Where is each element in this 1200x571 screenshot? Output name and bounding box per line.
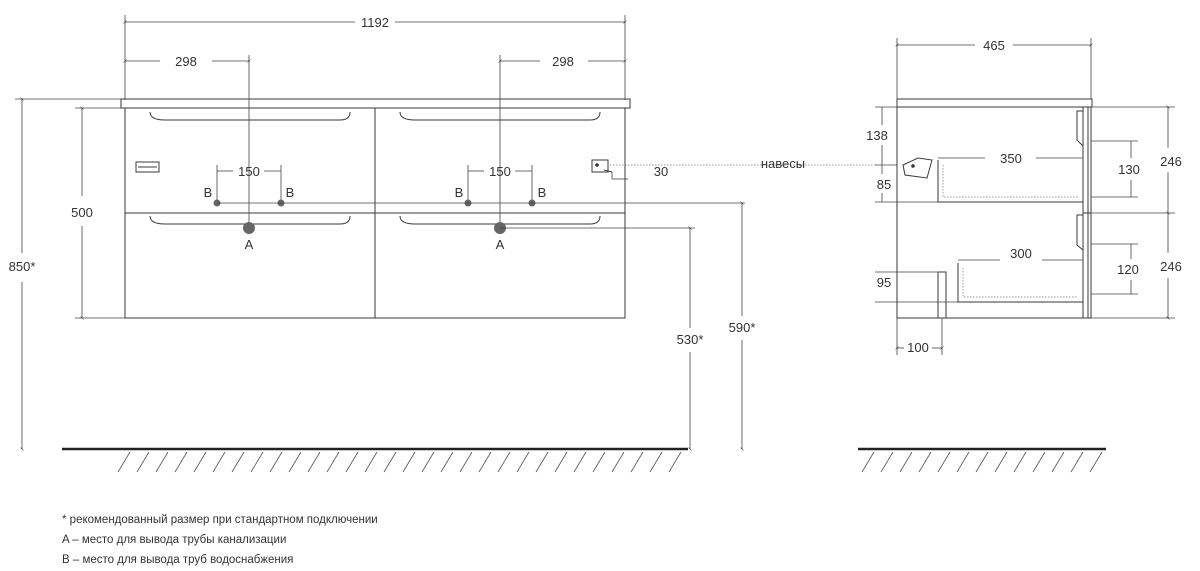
note-recommended: * рекомендованный размер при стандартном… [62,514,378,526]
front-view: 1192 298 298 150 150 B B B B [9,15,876,473]
side-handle-bottom [1076,214,1084,251]
dim-spacing-right: 150 [489,164,511,179]
dim-height-530: 530* [677,332,704,347]
label-b-3: B [455,185,464,200]
dim-hinge-offset: 30 [654,164,668,179]
dim-246-bottom: 246 [1160,259,1182,274]
dim-350: 350 [1000,151,1022,166]
dim-246-top: 246 [1160,154,1182,169]
upper-drawer-box [937,160,1084,203]
dim-width-overall: 1192 [361,15,389,30]
notes: * рекомендованный размер при стандартном… [62,514,378,566]
dim-spacing-left: 150 [238,164,260,179]
note-b: B – место для вывода труб водоснабжения [62,554,293,566]
handle-top-right [399,111,601,121]
dim-depth: 465 [983,38,1005,53]
siphon-cut [937,271,947,318]
dim-95: 95 [877,275,891,290]
dim-offset-right: 298 [552,54,574,69]
side-countertop [896,98,1093,108]
dim-100: 100 [907,340,929,355]
hinge-left-icon [135,161,160,173]
lower-drawer-box [957,263,1084,303]
label-a-1: A [245,237,254,252]
hinge-right-icon [591,159,609,173]
dim-85: 85 [877,177,891,192]
dim-138: 138 [866,128,888,143]
note-a: A – место для вывода трубы канализации [62,534,286,546]
dim-120: 120 [1117,262,1139,277]
front-countertop [120,98,631,109]
label-b-4: B [538,185,547,200]
front-floor-hatch [117,451,682,473]
label-b-2: B [286,185,295,200]
side-hinge-icon [902,157,933,179]
side-handle-top [1076,110,1084,147]
dim-height-body: 500 [71,205,93,220]
dim-130: 130 [1118,162,1140,177]
dim-300: 300 [1010,246,1032,261]
dim-height-total: 850* [9,259,36,274]
dim-offset-left: 298 [175,54,197,69]
handle-top-left [149,111,351,121]
hinges-label: навесы [761,156,805,171]
side-floor-hatch [861,451,1103,473]
label-b-1: B [204,185,213,200]
label-a-2: A [496,237,505,252]
side-view: 465 138 85 350 130 246 300 [858,38,1182,473]
side-cabinet-body [896,106,1089,319]
dim-height-590: 590* [729,320,756,335]
point-a-1 [243,222,255,234]
